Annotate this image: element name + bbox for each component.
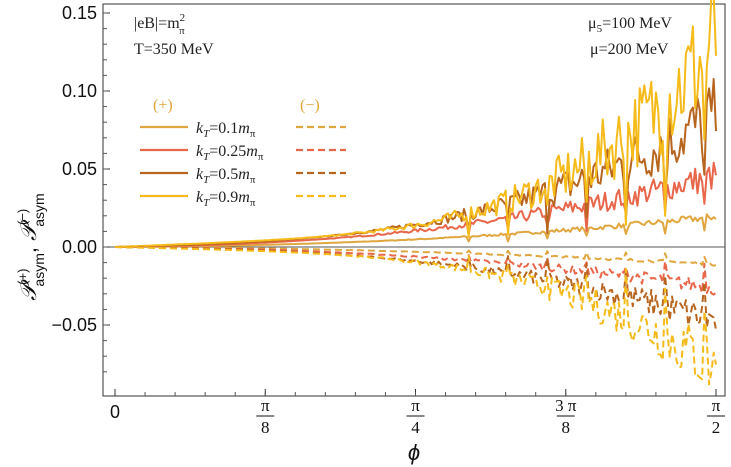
x-tick-denominator: 8: [562, 418, 571, 437]
x-tick-numerator: π: [411, 396, 420, 415]
legend-label: kT=0.9mπ: [196, 189, 256, 209]
y-axis-title: 𝒫(+)asym, 𝒫(−)asym: [15, 193, 47, 300]
x-tick-denominator: 8: [261, 418, 270, 437]
x-tick-denominator: 2: [712, 418, 721, 437]
annotation-mu: μ=200 MeV: [590, 41, 669, 58]
y-tick-label: 0.05: [62, 159, 97, 179]
legend-header-plus: (+): [153, 97, 173, 114]
y-tick-label: 0.00: [62, 237, 97, 257]
curves: [114, 0, 717, 386]
legend-label: kT=0.25mπ: [196, 143, 264, 163]
legend-label: kT=0.1mπ: [196, 120, 256, 140]
y-axis: 0.15 0.10 0.05 0.00 −0.05: [51, 3, 110, 373]
series-line: [114, 0, 717, 248]
x-axis-title: ϕ: [408, 440, 420, 465]
annotation-temperature: T=350 MeV: [134, 41, 214, 58]
x-tick-numerator: π: [712, 396, 721, 415]
series-line: [114, 246, 717, 386]
legend: (+) (−) kT=0.1mπ kT=0.25mπ kT=0.5mπ kT=0.9m…: [140, 97, 346, 209]
x-axis: 0 π 8 π 4 3 π 8 π 2: [110, 389, 725, 437]
x-tick-label: 0: [110, 402, 120, 422]
series-line: [115, 213, 717, 248]
legend-header-minus: (−): [300, 97, 320, 114]
x-tick-denominator: 4: [411, 418, 420, 437]
legend-label: kT=0.5mπ: [196, 166, 256, 186]
x-tick-numerator: π: [261, 396, 270, 415]
y-tick-label: 0.15: [62, 3, 97, 23]
y-tick-label: −0.05: [51, 315, 97, 335]
x-tick-numerator: 3 π: [555, 396, 577, 415]
y-tick-label: 0.10: [62, 81, 97, 101]
annotation-mu5: μ5=100 MeV: [588, 15, 672, 35]
